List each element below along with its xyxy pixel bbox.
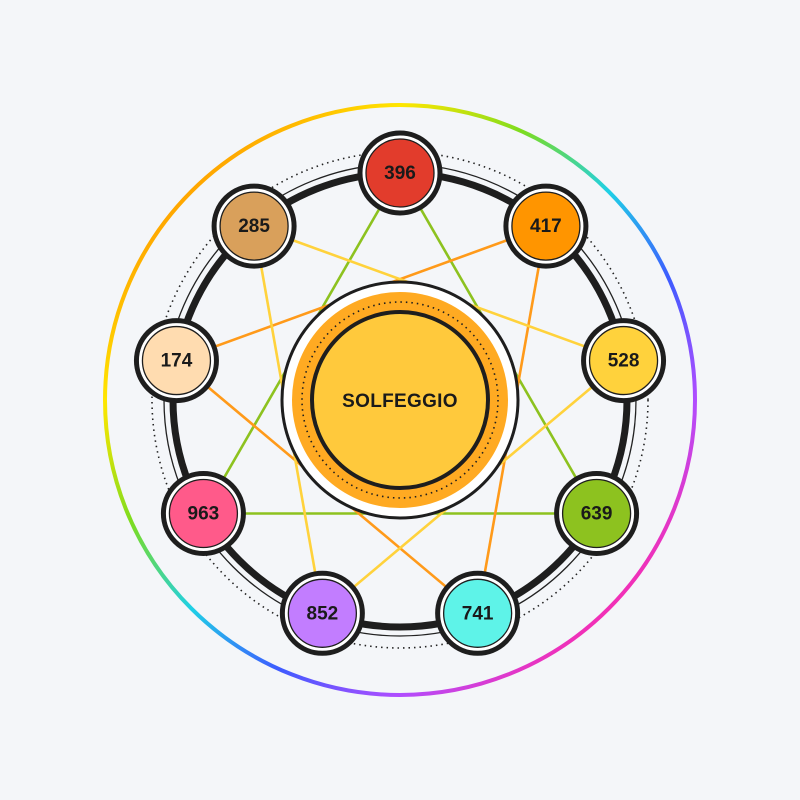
- frequency-nodes: 396 417 528 639 741 852 963 174 285: [133, 130, 667, 656]
- node-fill-circle: [219, 191, 289, 261]
- node-label: 285: [238, 216, 270, 237]
- node-label: 963: [188, 504, 220, 525]
- node-label: 174: [161, 351, 193, 372]
- node-963: 963: [160, 471, 246, 556]
- node-174: 174: [133, 318, 219, 404]
- center-dotted-ring: [301, 301, 499, 499]
- node-fill-circle: [511, 191, 581, 261]
- node-417: 417: [503, 183, 589, 269]
- node-639: 639: [554, 471, 640, 556]
- node-852: 852: [279, 570, 365, 656]
- node-741: 741: [435, 570, 521, 656]
- node-label: 528: [608, 351, 640, 372]
- center-circle: SOLFEGGIO: [280, 280, 520, 520]
- center-inner-disc: [310, 310, 490, 490]
- node-fill-circle: [442, 578, 513, 648]
- node-285: 285: [211, 183, 297, 269]
- node-label: 396: [384, 163, 416, 184]
- node-396: 396: [357, 130, 443, 216]
- node-fill-circle: [588, 325, 659, 396]
- node-label: 639: [581, 504, 613, 525]
- center-label: SOLFEGGIO: [342, 391, 458, 412]
- node-fill-circle: [141, 325, 212, 396]
- node-fill-circle: [561, 478, 632, 549]
- node-528: 528: [581, 318, 667, 404]
- node-label: 741: [462, 603, 494, 624]
- rainbow-ring: [103, 103, 697, 697]
- node-label: 852: [307, 603, 339, 624]
- dotted-ring: [151, 151, 649, 649]
- node-label: 417: [530, 216, 562, 237]
- node-fill-circle: [168, 478, 239, 549]
- node-fill-circle: [287, 578, 358, 648]
- node-fill-circle: [365, 138, 435, 208]
